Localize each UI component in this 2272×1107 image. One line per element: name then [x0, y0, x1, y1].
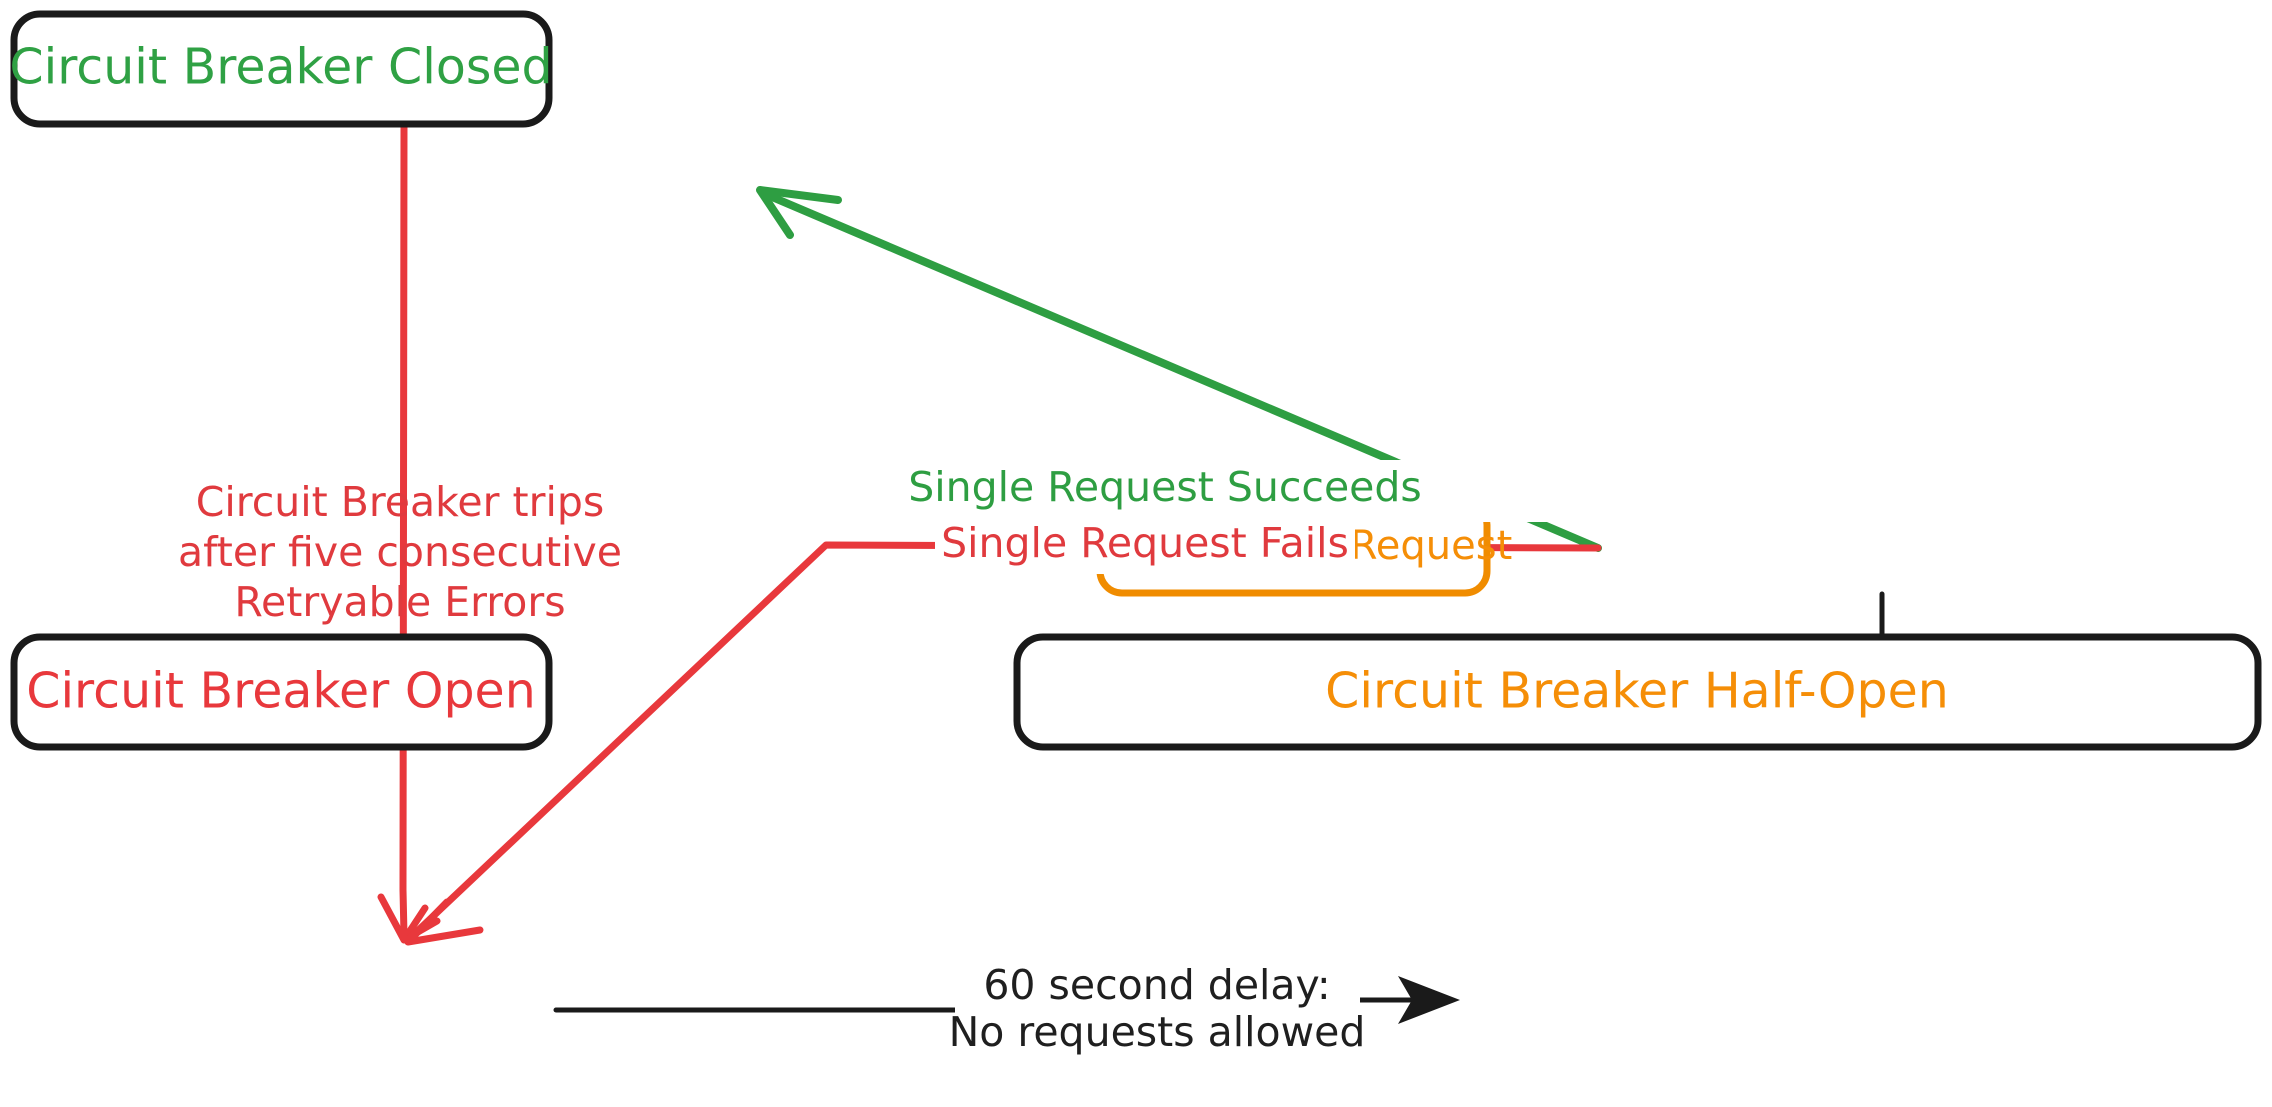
edge-open-to-halfopen-arrowhead	[1398, 976, 1460, 1024]
edge-label-60-second-delay: 60 second delay: No requests allowed	[949, 955, 1366, 1065]
edge-label-trips-line-2: after five consecutive	[178, 528, 622, 576]
node-circuit-breaker-half-open-label: Circuit Breaker Half-Open	[1325, 663, 1949, 720]
node-circuit-breaker-open-box[interactable]	[10, 633, 553, 751]
edge-label-circuit-breaker-trips: Circuit Breaker trips after five consecu…	[178, 478, 622, 626]
edge-label-fails-backdrop	[935, 520, 1355, 574]
node-circuit-breaker-open[interactable]: Circuit Breaker Open	[10, 633, 553, 751]
edge-label-trips-line-3: Retryable Errors	[234, 578, 565, 626]
edge-open-to-halfopen	[553, 976, 1460, 1024]
node-circuit-breaker-open-label: Circuit Breaker Open	[26, 663, 536, 720]
node-circuit-breaker-half-open[interactable]: Circuit Breaker Half-Open	[1013, 633, 2262, 751]
node-circuit-breaker-closed-label: Circuit Breaker Closed	[9, 39, 552, 96]
edge-allows-to-open-arrowhead	[404, 898, 484, 946]
edge-label-succeeds-text: Single Request Succeeds	[908, 463, 1422, 511]
edge-label-succeeds-backdrop	[915, 460, 1615, 522]
node-circuit-breaker-half-open-box[interactable]	[1013, 633, 2262, 751]
edge-label-delay-backdrop	[955, 955, 1360, 1065]
edge-label-fails-text: Single Request Fails	[941, 519, 1349, 567]
edge-label-single-request-succeeds: Single Request Succeeds	[908, 460, 1615, 522]
edge-allows-to-closed-arrowhead	[756, 186, 842, 239]
edge-label-trips-line-1: Circuit Breaker trips	[196, 478, 605, 526]
edge-label-delay-line-2: No requests allowed	[949, 1008, 1366, 1056]
edge-closed-to-open-line	[399, 122, 408, 939]
node-circuit-breaker-closed-box[interactable]	[10, 10, 553, 128]
node-circuit-breaker-closed[interactable]: Circuit Breaker Closed	[9, 10, 553, 128]
edge-label-single-request-fails: Single Request Fails	[935, 519, 1355, 574]
edge-label-delay-line-1: 60 second delay:	[983, 961, 1330, 1009]
